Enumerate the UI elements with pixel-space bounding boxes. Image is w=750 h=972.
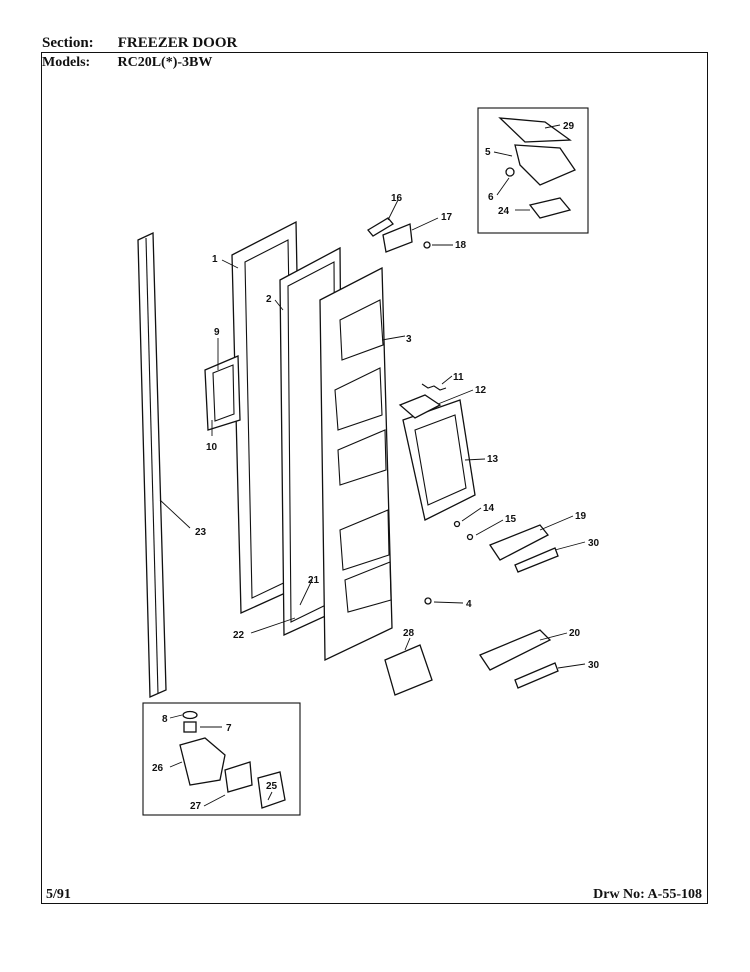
part-11-spring xyxy=(421,383,447,391)
callout-22: 22 xyxy=(233,630,245,641)
callout-6: 6 xyxy=(488,192,494,203)
part-15-screw xyxy=(466,533,474,541)
callout-15: 15 xyxy=(505,514,517,525)
callout-24: 24 xyxy=(498,206,510,217)
part-12-chute xyxy=(398,394,442,419)
callout-21: 21 xyxy=(308,575,320,586)
callout-30-upper: 30 xyxy=(588,538,600,549)
callout-30-lower: 30 xyxy=(588,660,600,671)
callout-19: 19 xyxy=(575,511,587,522)
callout-2: 2 xyxy=(266,294,272,305)
callout-26: 26 xyxy=(152,763,164,774)
callout-3: 3 xyxy=(406,334,412,345)
diagram-frame xyxy=(41,52,708,904)
callout-10: 10 xyxy=(206,442,218,453)
part-28-cover xyxy=(384,644,433,696)
callout-1: 1 xyxy=(212,254,218,265)
models-value: RC20L(*)-3BW xyxy=(117,55,213,70)
callout-7: 7 xyxy=(226,723,232,734)
callout-11: 11 xyxy=(453,372,464,383)
part-13-dispenser-housing xyxy=(402,399,476,521)
callout-4: 4 xyxy=(466,599,472,610)
part-23-door-trim xyxy=(137,231,167,698)
callout-16: 16 xyxy=(391,193,403,204)
callout-5: 5 xyxy=(485,147,491,158)
part-19-shelf-bin xyxy=(489,524,559,573)
callout-17: 17 xyxy=(441,212,453,223)
callout-29: 29 xyxy=(563,121,575,132)
models-header: Models: RC20L(*)-3BW xyxy=(42,55,212,71)
callout-28: 28 xyxy=(403,628,415,639)
callout-14: 14 xyxy=(483,503,495,514)
part-14-screw xyxy=(453,520,461,528)
callout-23: 23 xyxy=(195,527,207,538)
section-header: Section: FREEZER DOOR xyxy=(42,35,237,52)
callout-13: 13 xyxy=(487,454,499,465)
callout-9: 9 xyxy=(214,327,220,338)
footer-date: 5/91 xyxy=(46,887,71,902)
callout-27: 27 xyxy=(190,801,202,812)
callout-25: 25 xyxy=(266,781,278,792)
callout-18: 18 xyxy=(455,240,467,251)
part-20-shelf-bin xyxy=(479,629,559,689)
leader-lines xyxy=(159,124,586,807)
part-18-screw xyxy=(423,241,431,249)
callout-8: 8 xyxy=(162,714,168,725)
drawing-number: Drw No: A-55-108 xyxy=(593,887,702,902)
callout-20: 20 xyxy=(569,628,581,639)
models-label: Models: xyxy=(42,55,91,70)
inset-lower-hinge-box xyxy=(142,702,301,816)
section-value: FREEZER DOOR xyxy=(117,35,238,51)
part-17-bracket xyxy=(382,223,413,253)
part-3-inner-panel xyxy=(319,266,393,662)
callout-labels: 1 2 3 4 5 6 7 8 9 10 11 12 13 14 15 16 1… xyxy=(152,121,600,812)
inset-hinge-box xyxy=(477,107,589,234)
callout-12: 12 xyxy=(475,385,487,396)
part-4-screw xyxy=(424,597,432,605)
part-16-hinge-pin xyxy=(367,217,394,237)
part-9-10-plate xyxy=(204,355,241,431)
section-label: Section: xyxy=(42,35,94,51)
